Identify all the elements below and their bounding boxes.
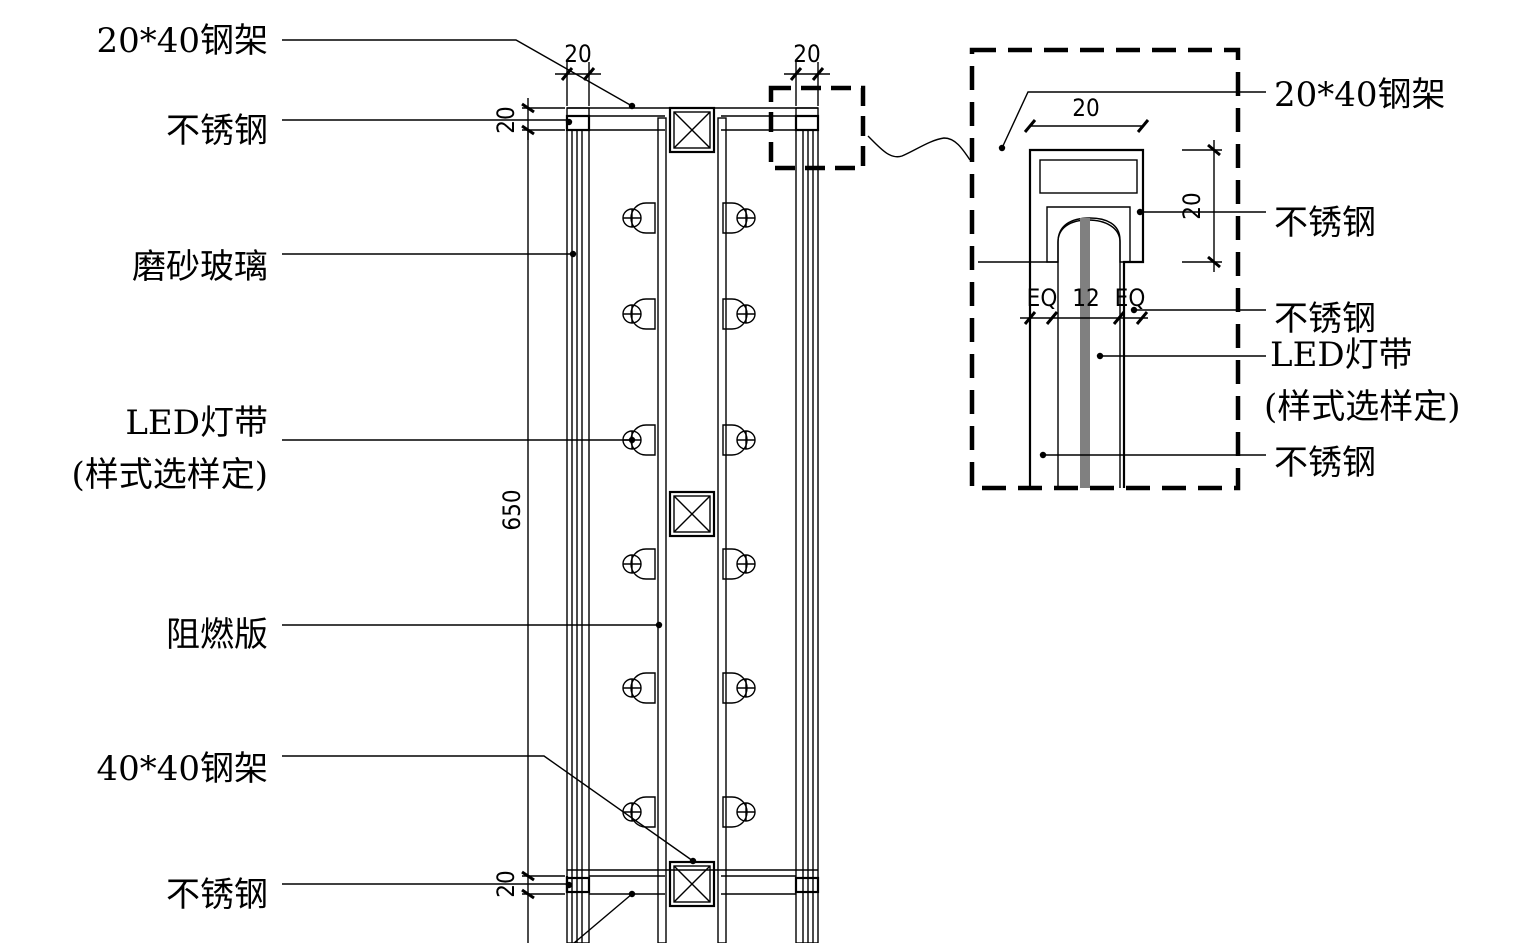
detail-callout-frame: 20*40钢架 xyxy=(998,75,1446,152)
dim-top-right: 20 xyxy=(784,40,830,106)
dim-total-height: 650 xyxy=(498,130,529,943)
dim-top-left: 20 xyxy=(555,40,601,106)
detail-marker xyxy=(768,85,971,171)
detail-dim-eq-right: EQ xyxy=(1115,284,1146,312)
label-fire-board: 阻燃版 xyxy=(166,615,268,655)
label-frosted-glass: 磨砂玻璃 xyxy=(132,247,268,287)
dim-top-left-text: 20 xyxy=(564,40,591,68)
detail-callout-led: LED灯带 (样式选样定) xyxy=(1096,335,1461,427)
dim-total-height-text: 650 xyxy=(498,489,526,530)
callout-stainless-bottom: 不锈钢 xyxy=(166,875,636,943)
detail-label-led-note: (样式选样定) xyxy=(1264,387,1461,427)
detail-profile xyxy=(1028,148,1145,488)
detail-dim-slot-text: 12 xyxy=(1072,284,1099,312)
detail-view: 20 20 EQ 12 EQ 20*40钢架 xyxy=(969,47,1461,491)
fire-board-right xyxy=(717,117,727,943)
steel-tube-middle xyxy=(668,490,716,538)
label-stainless-bottom: 不锈钢 xyxy=(166,875,268,915)
detail-callout-stainless-2: 不锈钢 xyxy=(1130,299,1376,339)
label-frame-40x40: 40*40钢架 xyxy=(96,749,268,789)
detail-border xyxy=(969,47,1241,491)
led-lamps-left xyxy=(622,202,656,828)
detail-callout-stainless-3: 不锈钢 xyxy=(1039,443,1376,483)
detail-dim-slot: EQ 12 EQ xyxy=(1020,284,1149,325)
steel-tube-top xyxy=(668,106,716,154)
detail-dim-width-text: 20 xyxy=(1072,94,1099,122)
bottom-frame xyxy=(567,869,818,895)
detail-dim-height-text: 20 xyxy=(1178,192,1206,219)
detail-dim-width: 20 xyxy=(1023,94,1150,133)
fire-board-left xyxy=(657,117,667,943)
main-section: 20 20 20 650 20 xyxy=(71,21,971,943)
label-led-strip: LED灯带 xyxy=(125,403,268,443)
dim-top-right-text: 20 xyxy=(793,40,820,68)
detail-dim-eq-left: EQ xyxy=(1027,284,1058,312)
callout-frosted-glass: 磨砂玻璃 xyxy=(132,247,577,287)
led-lamps-right xyxy=(722,202,756,828)
label-stainless-top: 不锈钢 xyxy=(166,111,268,151)
detail-label-frame: 20*40钢架 xyxy=(1274,75,1446,115)
label-frame-20x40: 20*40钢架 xyxy=(96,21,268,61)
detail-dim-height: 20 xyxy=(1178,140,1222,272)
detail-label-stainless-1: 不锈钢 xyxy=(1274,203,1376,243)
steel-tube-bottom xyxy=(668,860,716,908)
detail-led-strip xyxy=(1080,218,1090,488)
detail-label-led: LED灯带 xyxy=(1270,335,1413,375)
callout-fire-board: 阻燃版 xyxy=(166,615,663,655)
callout-frame-20x40: 20*40钢架 xyxy=(96,21,636,110)
callout-frame-40x40: 40*40钢架 xyxy=(96,749,697,865)
detail-label-stainless-2: 不锈钢 xyxy=(1274,299,1376,339)
detail-callout-stainless-1: 不锈钢 xyxy=(978,203,1376,263)
callout-led-strip: LED灯带 (样式选样定) xyxy=(71,403,636,495)
label-led-strip-note: (样式选样定) xyxy=(71,455,268,495)
callout-stainless-top: 不锈钢 xyxy=(166,111,566,151)
detail-label-stainless-3: 不锈钢 xyxy=(1274,443,1376,483)
